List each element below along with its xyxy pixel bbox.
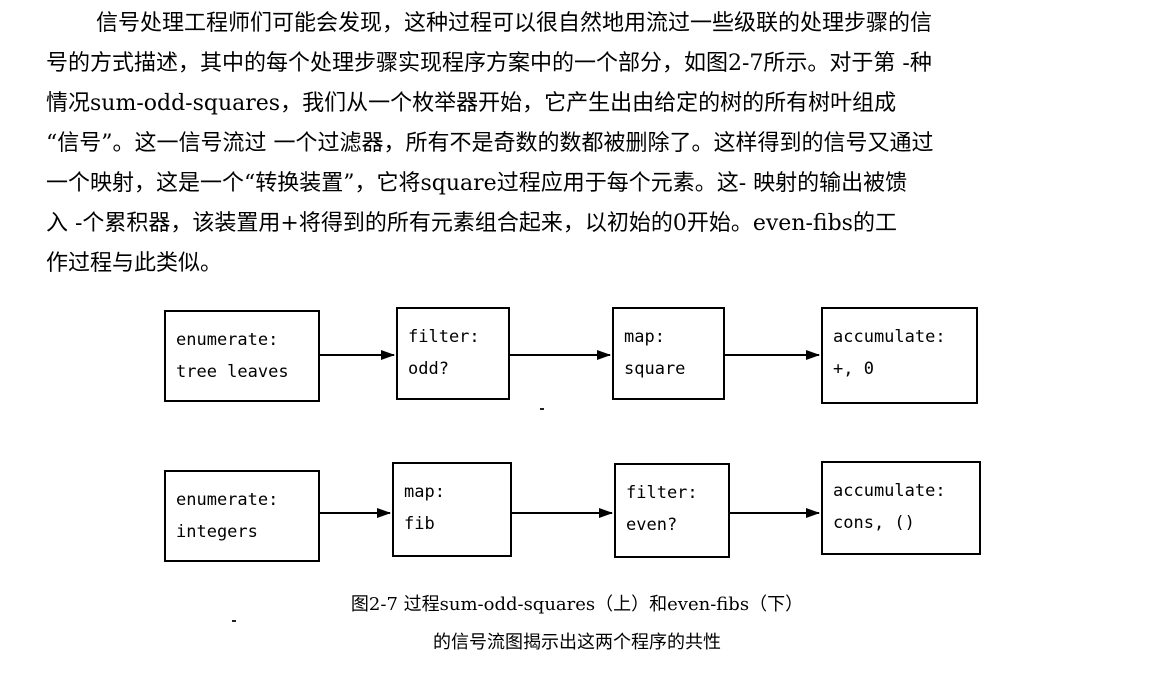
box-line2: square <box>624 359 686 379</box>
figure-caption-line1: 图2-7 过程sum-odd-squares（上）和even-fibs（下） <box>350 594 804 615</box>
paragraph-line: “信号”。这一信号流过 一个过滤器，所有不是奇数的数都被删除了。这样得到的信号又… <box>46 131 934 156</box>
box-line1: accumulate: <box>833 327 946 347</box>
box-line2: even? <box>626 515 678 535</box>
box-accumulate-plus: accumulate: +, 0 <box>821 307 978 404</box>
box-enumerate-tree-leaves: enumerate: tree leaves <box>164 310 320 402</box>
box-enumerate-integers: enumerate: integers <box>164 470 320 562</box>
box-map-fib: map: fib <box>392 462 512 557</box>
paragraph-line: 一个映射，这是一个“转换装置”，它将square过程应用于每个元素。这- 映射的… <box>46 171 908 196</box>
box-line1: accumulate: <box>833 481 946 501</box>
figure-caption-line2: 的信号流图揭示出这两个程序的共性 <box>433 632 721 653</box>
box-line1: map: <box>624 327 665 347</box>
paragraph-line: 信号处理工程师们可能会发现，这种过程可以很自然地用流过一些级联的处理步骤的信 <box>96 11 933 36</box>
box-line1: map: <box>404 482 445 502</box>
paragraph-line: 入 -个累积器，该装置用+将得到的所有元素组合起来，以初始的0开始。even-f… <box>46 211 897 236</box>
box-line2: cons, () <box>833 513 915 533</box>
box-accumulate-cons: accumulate: cons, () <box>821 461 981 555</box>
paragraph-line: 情况sum-odd-squares，我们从一个枚举器开始，它产生出由给定的树的所… <box>46 91 897 116</box>
box-line1: enumerate: <box>176 330 279 350</box>
box-line1: filter: <box>408 327 480 347</box>
paragraph-line: 作过程与此类似。 <box>46 251 223 276</box>
box-map-square: map: square <box>612 307 725 400</box>
box-line1: enumerate: <box>176 490 279 510</box>
box-line2: fib <box>404 514 435 534</box>
paragraph-line: 号的方式描述，其中的每个处理步骤实现程序方案中的一个部分，如图2-7所示。对于第… <box>46 51 932 76</box>
box-line2: odd? <box>408 359 449 379</box>
box-line1: filter: <box>626 483 698 503</box>
box-line2: tree leaves <box>176 362 289 382</box>
box-line2: integers <box>176 522 258 542</box>
scan-speck <box>232 620 236 622</box>
scan-speck <box>540 408 544 410</box>
box-filter-even: filter: even? <box>614 463 730 558</box>
box-filter-odd: filter: odd? <box>396 307 510 400</box>
box-line2: +, 0 <box>833 359 874 379</box>
